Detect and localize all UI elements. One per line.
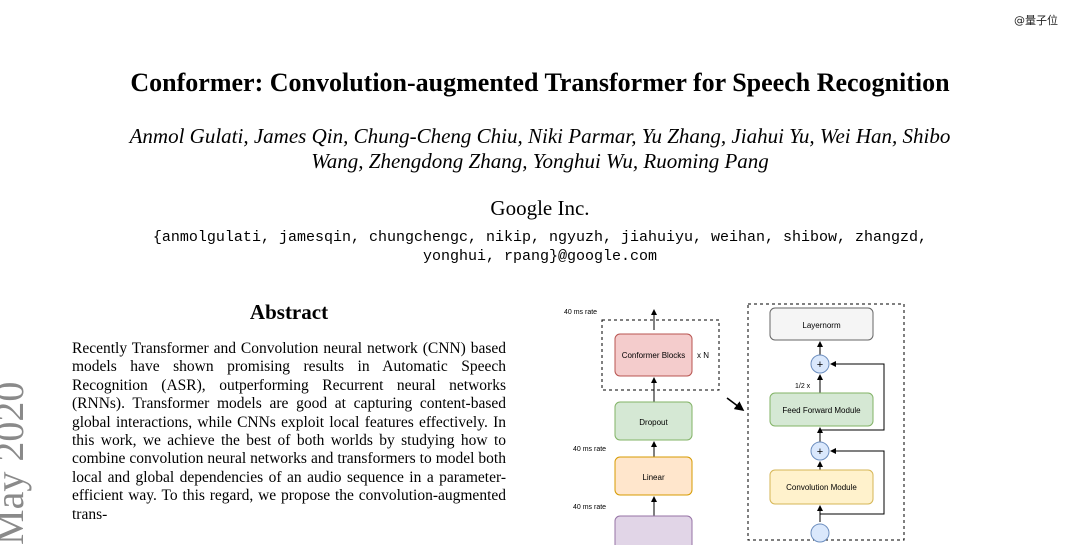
feed-forward-label: Feed Forward Module — [782, 406, 861, 415]
authors-line-2: Wang, Zhengdong Zhang, Yonghui Wu, Ruomi… — [311, 149, 769, 173]
convolution-module-label: Convolution Module — [786, 483, 857, 492]
times-n-label: x N — [697, 351, 709, 360]
emails-line-2: yonghui, rpang}@google.com — [422, 248, 658, 265]
linear-label: Linear — [642, 473, 665, 482]
linear-box — [614, 456, 693, 496]
emails-line-1: {anmolgulati, jamesqin, chungchengc, nik… — [152, 229, 928, 246]
residual-add-3 — [810, 523, 830, 543]
dropout-label: Dropout — [639, 418, 668, 427]
conformer-blocks-group — [601, 319, 720, 391]
email-list: {anmolgulati, jamesqin, chungchengc, nik… — [60, 228, 1020, 266]
arxiv-sidebar: May 2020 — [0, 382, 32, 545]
authors-line-1: Anmol Gulati, James Qin, Chung-Cheng Chi… — [129, 124, 951, 148]
abstract-body: Recently Transformer and Convolution neu… — [72, 340, 506, 523]
bottom-module-box — [614, 515, 693, 545]
feed-forward-box — [769, 392, 874, 427]
arxiv-date: May 2020 — [0, 381, 32, 545]
abstract-heading: Abstract — [249, 300, 329, 324]
rate-label-bottom: 40 ms rate — [573, 504, 606, 511]
residual-add-1 — [810, 354, 830, 374]
half-x-label: 1/2 x — [795, 383, 811, 390]
arrow-expand-block — [726, 397, 745, 411]
convolution-module-box — [769, 469, 874, 505]
dropout-box — [614, 401, 693, 441]
conformer-blocks-label: Conformer Blocks — [622, 351, 686, 360]
affiliation: Google Inc. — [490, 196, 590, 220]
layernorm-box — [769, 307, 874, 341]
conformer-blocks-box — [614, 333, 693, 377]
layernorm-label: Layernorm — [802, 321, 841, 330]
plus-symbol-2: + — [817, 446, 823, 458]
conformer-architecture-figure: 40 ms rate Conformer Blocks x N Dropout … — [564, 303, 905, 545]
residual-path-2 — [820, 448, 885, 515]
watermark: @量子位 — [1014, 14, 1058, 27]
plus-symbol-1: + — [817, 359, 823, 371]
author-list: Anmol Gulati, James Qin, Chung-Cheng Chi… — [80, 124, 1000, 174]
rate-label-top: 40 ms rate — [564, 309, 597, 316]
rate-label-mid: 40 ms rate — [573, 446, 606, 453]
residual-add-2 — [810, 441, 830, 461]
paper-title: Conformer: Convolution-augmented Transfo… — [130, 68, 950, 97]
residual-path-1 — [820, 361, 885, 431]
